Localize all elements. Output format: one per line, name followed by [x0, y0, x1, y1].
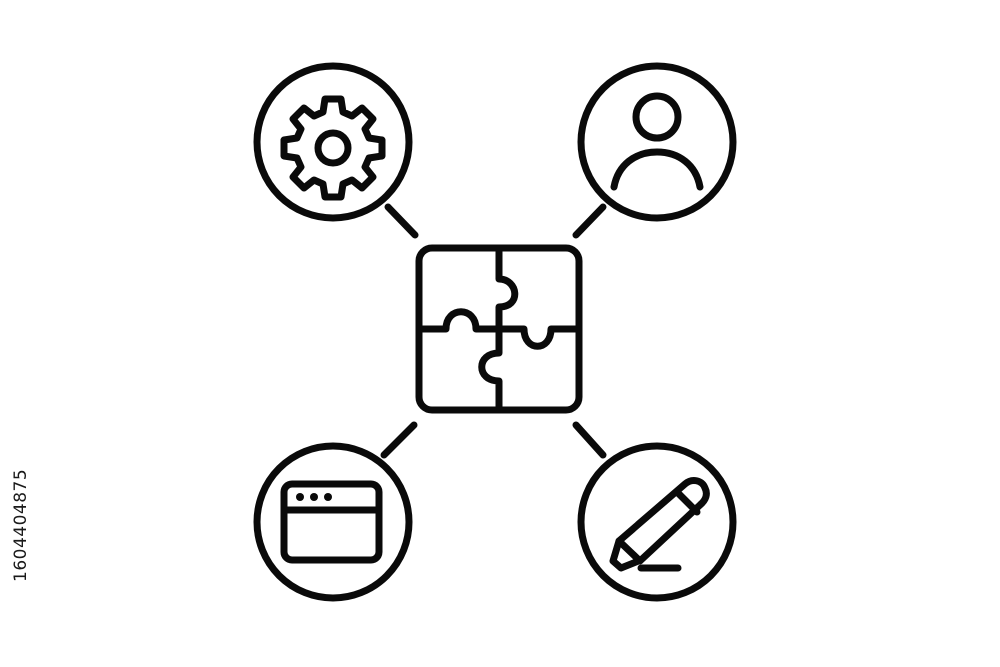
pencil-node-circle [577, 442, 737, 602]
user-head [632, 92, 682, 142]
puzzle-divider-lower [478, 325, 503, 411]
pencil-band [673, 488, 701, 516]
puzzle-icon [415, 244, 583, 414]
connector-top-right [572, 203, 607, 239]
connector-bottom-right [572, 421, 607, 459]
browser-node [253, 442, 413, 602]
connector-top-left [384, 203, 419, 239]
pencil-body [609, 477, 710, 572]
pencil-tip-line [615, 537, 644, 565]
browser-window-icon [280, 480, 383, 564]
gear-outline [280, 95, 386, 201]
gear-icon [280, 95, 386, 201]
browser-dot-2 [310, 493, 318, 501]
browser-dot-3 [324, 493, 332, 501]
pencil-node [577, 442, 737, 602]
user-node [577, 62, 737, 222]
connector-bottom-left [380, 421, 418, 459]
puzzle-divider-right [495, 325, 580, 350]
connectors [380, 203, 607, 459]
gear-hub [314, 129, 352, 167]
gear-node [253, 62, 413, 222]
user-icon [610, 92, 704, 191]
puzzle-divider-left [418, 308, 503, 333]
browser-node-circle [253, 442, 413, 602]
stock-id-label: 1604404875 [11, 468, 31, 582]
puzzle-divider-upper [495, 247, 519, 333]
user-shoulders [610, 148, 704, 191]
browser-frame [280, 480, 383, 564]
gear-node-circle [253, 62, 413, 222]
browser-dot-1 [296, 493, 304, 501]
user-node-circle [577, 62, 737, 222]
pencil-icon [609, 477, 710, 572]
